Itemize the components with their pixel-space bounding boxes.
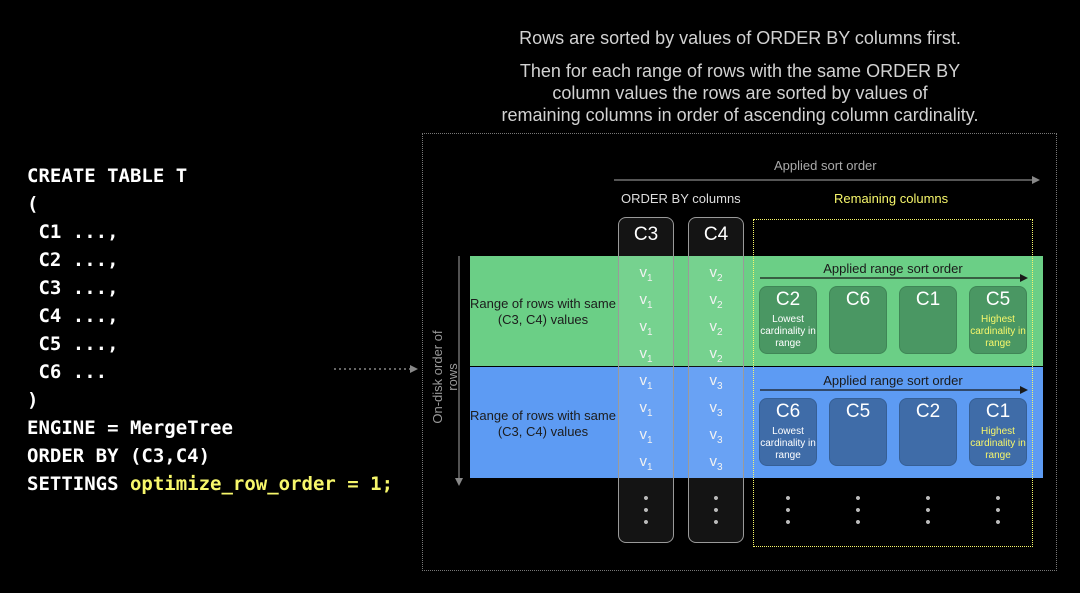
column-box-c3 <box>618 217 674 543</box>
cell-value: v2 <box>709 318 723 338</box>
sql-line: ) <box>27 389 39 411</box>
sql-line: ( <box>27 193 39 215</box>
blue-tile-c5: C5 <box>829 398 887 466</box>
sql-line: C2 ..., <box>27 249 119 271</box>
diagram-frame <box>422 133 1057 571</box>
cell-value: v1 <box>639 264 653 284</box>
continuation-dots: ••• <box>995 490 1001 531</box>
green-tile-c6: C6 <box>829 286 887 354</box>
green-range-label: Range of rows with same (C3, C4) values <box>470 296 616 327</box>
sql-setting-highlight: optimize_row_order = 1; <box>129 473 394 495</box>
green-tile-c2: C2 Lowest cardinality in range <box>759 286 817 354</box>
sql-line: C4 ..., <box>27 305 119 327</box>
green-tile-c5: C5 Highest cardinality in range <box>969 286 1027 354</box>
continuation-dots: ••• <box>855 490 861 531</box>
remaining-columns-box <box>753 219 1033 547</box>
connector-arrow <box>334 365 418 373</box>
continuation-dots: ••• <box>925 490 931 531</box>
green-range-sort-label: Applied range sort order <box>823 261 963 276</box>
column-header-c3: C3 <box>633 224 659 245</box>
green-range-sort-arrow <box>760 274 1028 282</box>
cell-value: v1 <box>639 318 653 338</box>
continuation-dots: ••• <box>643 490 649 531</box>
column-box-c4 <box>688 217 744 543</box>
cell-value: v2 <box>709 291 723 311</box>
cell-value: v3 <box>709 453 723 473</box>
blue-tile-c2: C2 <box>899 398 957 466</box>
sql-line: ENGINE = MergeTree <box>27 417 233 439</box>
sql-line: C3 ..., <box>27 277 119 299</box>
cell-value: v3 <box>709 399 723 419</box>
sql-line: ORDER BY (C3,C4) <box>27 445 211 467</box>
cell-value: v1 <box>639 291 653 311</box>
continuation-dots: ••• <box>785 490 791 531</box>
sql-line: C1 ..., <box>27 221 119 243</box>
cell-value: v2 <box>709 264 723 284</box>
blue-range-sort-arrow <box>760 386 1028 394</box>
green-tile-c1: C1 <box>899 286 957 354</box>
blue-range-label: Range of rows with same (C3, C4) values <box>470 408 616 439</box>
applied-sort-order-arrow <box>614 176 1040 184</box>
blue-tile-c1: C1 Highest cardinality in range <box>969 398 1027 466</box>
cell-value: v1 <box>639 453 653 473</box>
sql-line: C6 ... <box>27 361 108 383</box>
cell-value: v3 <box>709 372 723 392</box>
applied-sort-order-label: Applied sort order <box>774 158 877 173</box>
caption-line-3: column values the rows are sorted by val… <box>552 83 928 103</box>
blue-range-sort-label: Applied range sort order <box>823 373 963 388</box>
order-by-columns-label: ORDER BY columns <box>621 191 741 206</box>
cell-value: v1 <box>639 399 653 419</box>
caption-line-4: remaining columns in order of ascending … <box>501 105 979 125</box>
cell-value: v3 <box>709 426 723 446</box>
sql-line: C5 ..., <box>27 333 119 355</box>
caption-line-1: Rows are sorted by values of ORDER BY co… <box>519 28 961 48</box>
cell-value: v1 <box>639 345 653 365</box>
sql-code-block: CREATE TABLE T ( C1 ..., C2 ..., C3 ...,… <box>27 162 393 498</box>
on-disk-order-arrow <box>455 256 463 486</box>
caption-line-2: Then for each range of rows with the sam… <box>519 61 961 81</box>
cell-value: v1 <box>639 426 653 446</box>
remaining-columns-label: Remaining columns <box>834 191 949 206</box>
column-header-c4: C4 <box>703 224 729 245</box>
blue-tile-c6: C6 Lowest cardinality in range <box>759 398 817 466</box>
continuation-dots: ••• <box>713 490 719 531</box>
sql-line: CREATE TABLE T <box>27 165 188 187</box>
cell-value: v2 <box>709 345 723 365</box>
on-disk-order-label: On-disk order of rows <box>430 330 460 424</box>
sql-line: SETTINGS <box>27 473 130 495</box>
cell-value: v1 <box>639 372 653 392</box>
